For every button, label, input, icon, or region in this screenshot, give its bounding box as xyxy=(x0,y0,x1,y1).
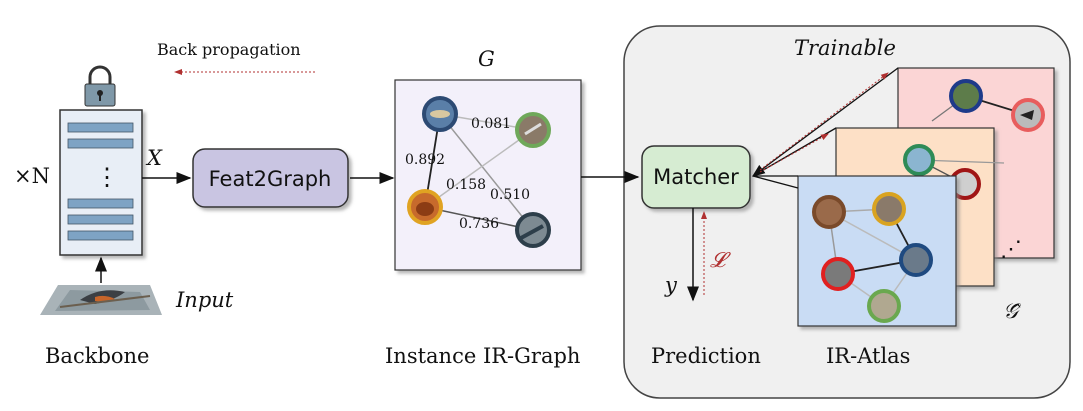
atlas-node xyxy=(867,289,901,323)
backbone-layer xyxy=(67,198,134,209)
feat2graph-label: Feat2Graph xyxy=(209,167,332,191)
repeat-label: ×N xyxy=(14,164,50,188)
backbone-layer xyxy=(67,230,134,241)
prediction-label: Prediction xyxy=(651,344,761,368)
input-label: Input xyxy=(175,288,234,312)
graph-node xyxy=(515,112,551,148)
atlas-back-graph xyxy=(931,79,1045,132)
atlas-label: IR-Atlas xyxy=(826,344,910,368)
graph-node xyxy=(407,189,443,225)
backbone-layer xyxy=(67,138,134,149)
graph-node xyxy=(422,96,458,132)
atlas-backprop-arrow xyxy=(759,72,889,171)
x-label: X xyxy=(145,146,163,170)
atlas-symbol: 𝒢̂ xyxy=(1003,299,1021,323)
graph-label: Instance IR-Graph xyxy=(385,344,580,368)
atlas-node xyxy=(821,257,855,291)
matcher-box xyxy=(641,145,751,209)
atlas-connector xyxy=(752,175,799,189)
atlas-backprop-arrow xyxy=(759,133,829,173)
backbone-label: Backbone xyxy=(45,344,149,368)
feat2graph-box xyxy=(192,148,349,208)
backbone-dots: ⋮ xyxy=(95,163,119,191)
y-label: y xyxy=(664,273,678,297)
atlas-more: ⋰ xyxy=(1000,237,1022,262)
edge-label: 0.081 xyxy=(471,116,511,132)
backprop-label: Back propagation xyxy=(157,40,301,59)
input-image xyxy=(40,285,162,315)
backbone-layer xyxy=(67,214,134,225)
matcher-label: Matcher xyxy=(653,165,739,189)
lock-icon xyxy=(84,65,116,107)
trainable-title: Trainable xyxy=(794,36,896,60)
atlas-node xyxy=(899,243,933,277)
edge-label: 0.736 xyxy=(459,216,499,232)
atlas-connector xyxy=(751,67,899,177)
graph-title: G xyxy=(478,47,495,71)
backbone-layer xyxy=(67,122,134,133)
edge-label: 0.892 xyxy=(405,152,445,168)
edge-label: 0.158 xyxy=(446,177,486,193)
atlas-mid-graph xyxy=(903,144,1005,200)
edge-label: 0.510 xyxy=(490,187,530,203)
atlas-node xyxy=(872,192,906,226)
atlas-node xyxy=(812,195,846,229)
graph-node xyxy=(515,212,551,248)
backbone-block: ⋮ xyxy=(59,65,143,256)
atlas-front-graph xyxy=(812,192,933,323)
